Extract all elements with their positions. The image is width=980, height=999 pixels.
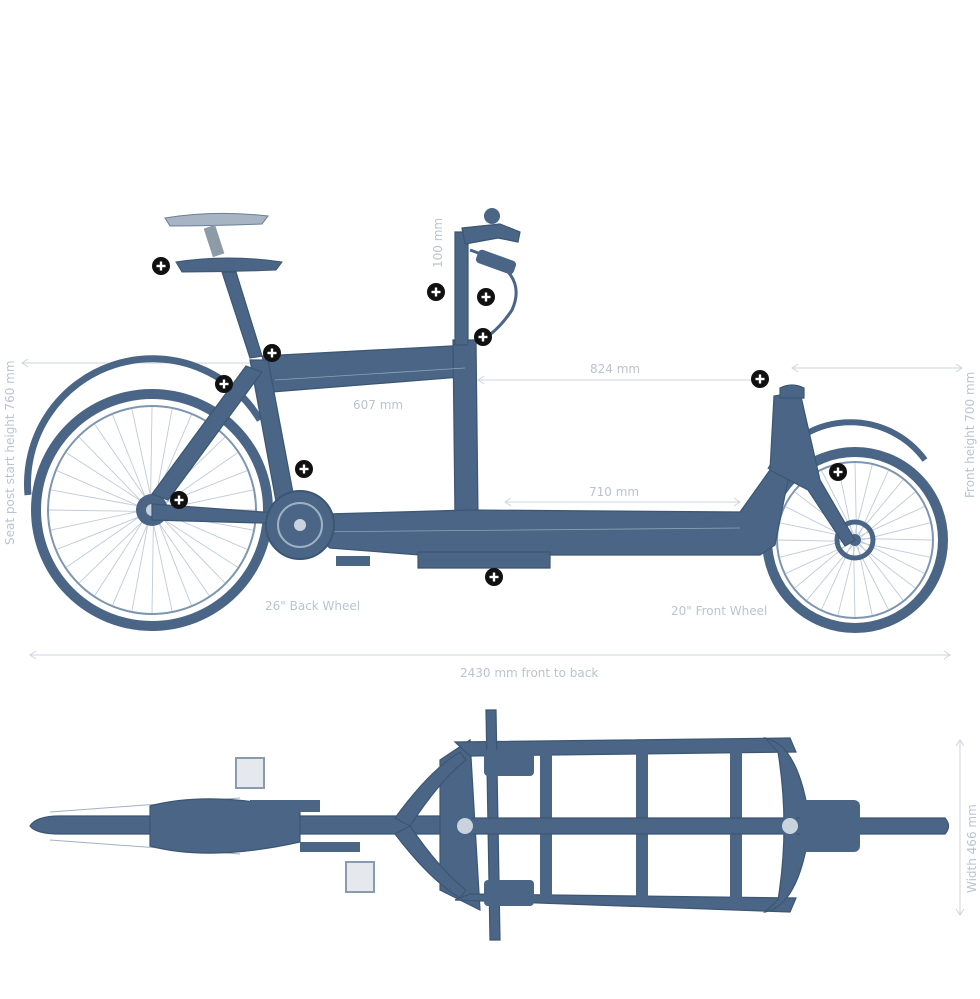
plus-circle-icon[interactable] bbox=[263, 344, 281, 362]
wheel-spoke bbox=[49, 510, 146, 511]
wheel-spoke bbox=[113, 516, 152, 605]
top-view bbox=[30, 710, 949, 940]
plus-circle-icon[interactable] bbox=[152, 257, 170, 275]
plus-circle-icon[interactable] bbox=[170, 491, 188, 509]
saddle bbox=[165, 213, 282, 358]
handlebar bbox=[455, 208, 520, 345]
plus-circle-icon[interactable] bbox=[477, 288, 495, 306]
front-wheel-label: 20" Front Wheel bbox=[671, 604, 767, 618]
cargo-length-bottom-label: 710 mm bbox=[589, 485, 639, 499]
total-length-label: 2430 mm front to back bbox=[460, 666, 598, 680]
wheel-spoke bbox=[151, 407, 152, 504]
wheel-spoke bbox=[57, 471, 146, 510]
wheel-spoke bbox=[154, 516, 209, 596]
plus-circle-icon[interactable] bbox=[427, 283, 445, 301]
plus-circle-icon[interactable] bbox=[215, 375, 233, 393]
plus-circle-icon[interactable] bbox=[474, 328, 492, 346]
front-height-label: Front height 700 mm bbox=[963, 372, 977, 498]
plus-circle-icon[interactable] bbox=[829, 463, 847, 481]
plus-circle-icon[interactable] bbox=[485, 568, 503, 586]
wheel-spoke bbox=[66, 512, 146, 567]
frame-length-label: 607 mm bbox=[353, 398, 403, 412]
back-wheel-label: 26" Back Wheel bbox=[265, 599, 360, 613]
wheel-spoke bbox=[95, 424, 150, 504]
plus-circle-icon[interactable] bbox=[295, 460, 313, 478]
wheel-spoke bbox=[152, 516, 153, 613]
handlebar-height-label: 100 mm bbox=[431, 218, 445, 268]
wheel-spoke bbox=[66, 453, 148, 506]
cargo-length-top-label: 824 mm bbox=[590, 362, 640, 376]
width-label: Width 466 mm bbox=[965, 804, 979, 893]
seat-post-height-label: Seat post start height 760 mm bbox=[3, 360, 17, 545]
wheel-spoke bbox=[95, 514, 148, 596]
plus-circle-icon[interactable] bbox=[751, 370, 769, 388]
